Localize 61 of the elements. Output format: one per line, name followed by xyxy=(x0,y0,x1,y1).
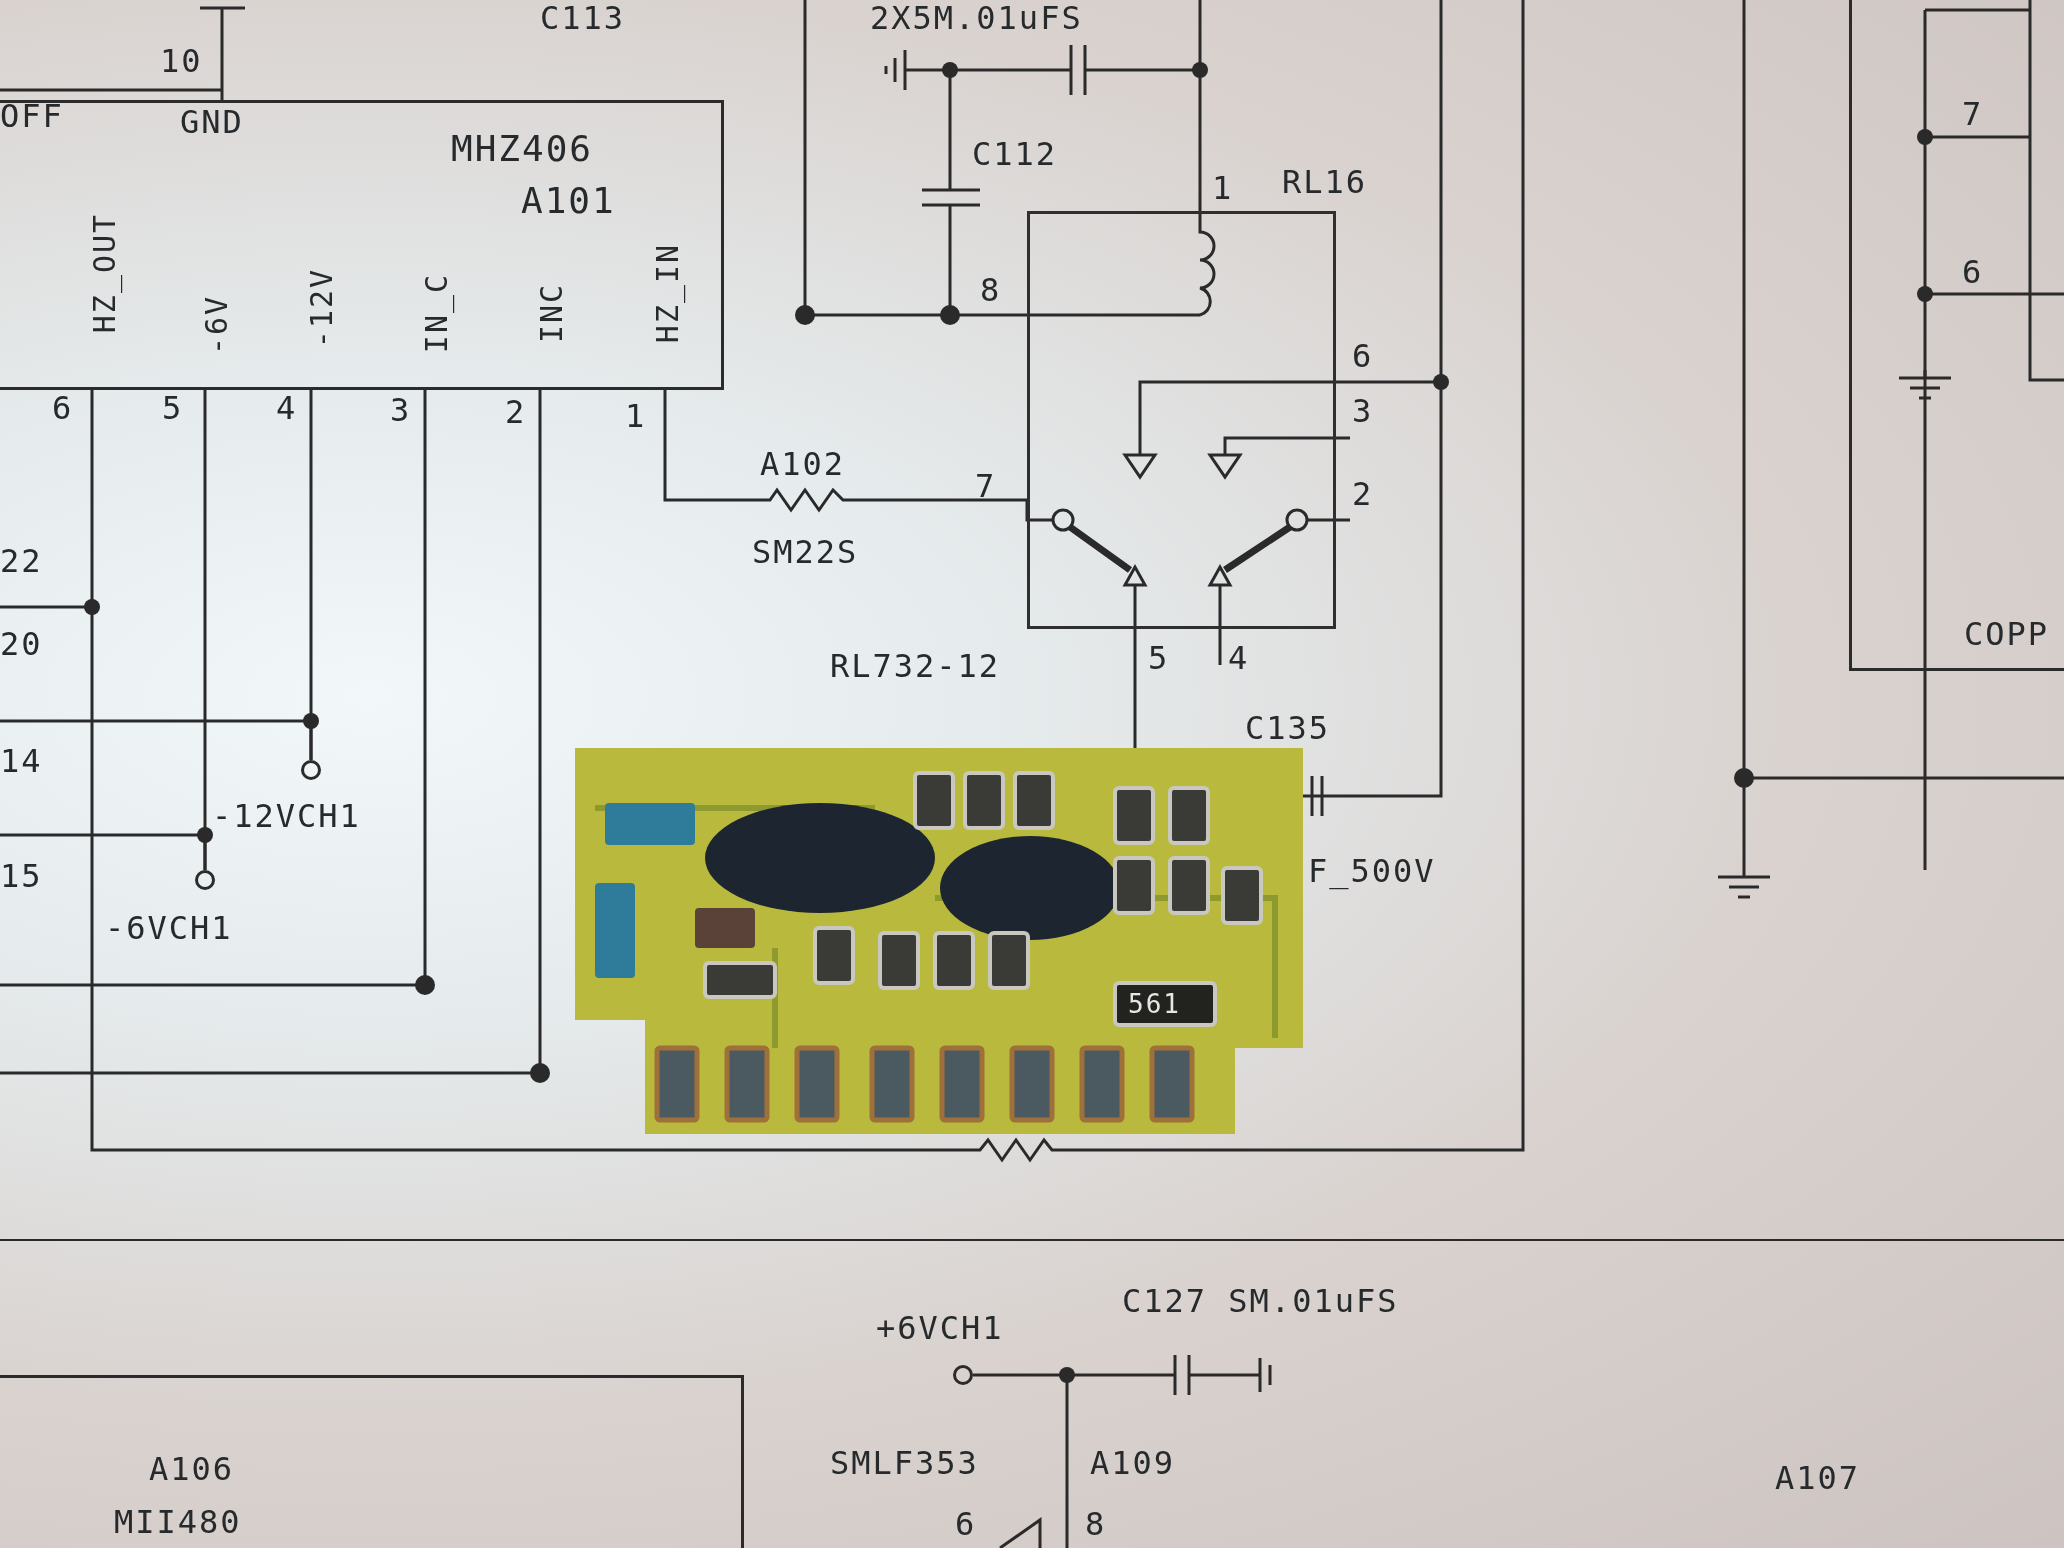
pin-number: 4 xyxy=(276,392,298,424)
pin-number: 7 xyxy=(1962,98,1984,130)
wire xyxy=(663,390,1027,513)
reference-designator: A101 xyxy=(521,183,616,219)
chip-box xyxy=(1849,0,2064,671)
terminal-circle xyxy=(301,760,321,780)
reference-designator: C135 xyxy=(1245,712,1331,744)
pin-number: 6 xyxy=(1962,256,1984,288)
chip-name: MHZ406 xyxy=(451,131,594,167)
pin-name: -12V xyxy=(307,267,337,349)
wire xyxy=(309,390,313,760)
component-value: 15 xyxy=(0,860,43,892)
pin-number: 4 xyxy=(1228,642,1250,674)
chip-box xyxy=(0,100,724,390)
component-value: C127 SM.01uFS xyxy=(1122,1285,1399,1317)
net-label: GND xyxy=(180,106,244,138)
net-label: -6VCH1 xyxy=(105,912,233,944)
pin-number: 8 xyxy=(1085,1508,1107,1540)
reference-designator: A107 xyxy=(1775,1462,1861,1494)
pin-number: 1 xyxy=(625,400,647,432)
terminal-circle xyxy=(195,870,215,890)
chip-box xyxy=(0,1375,744,1548)
net-label: OFF xyxy=(0,100,64,132)
reference-designator: A102 xyxy=(760,448,846,480)
pin-number: 2 xyxy=(505,396,527,428)
pin-number: 3 xyxy=(390,394,412,426)
reference-designator: RL16 xyxy=(1282,166,1368,198)
pin-number: 10 xyxy=(160,45,203,77)
net-label: -12VCH1 xyxy=(212,800,361,832)
reference-designator: C113 xyxy=(540,2,626,34)
part-number: SMLF353 xyxy=(830,1447,979,1479)
pin-number: 3 xyxy=(1352,395,1374,427)
pin-number: 7 xyxy=(975,470,997,502)
pin-number: 1 xyxy=(1212,172,1234,204)
pin-number: 8 xyxy=(980,274,1002,306)
circuit-board-drawing xyxy=(575,748,1303,1134)
component-marking: 561 xyxy=(1128,991,1181,1017)
pin-number: 6 xyxy=(955,1508,977,1540)
component-value: 20 xyxy=(0,628,43,660)
pin-name: INC xyxy=(537,282,567,344)
pin-name: -6V xyxy=(202,294,232,356)
wire xyxy=(1303,380,1443,798)
component-value: 14 xyxy=(0,745,43,777)
wire xyxy=(203,390,207,870)
pin-number: 6 xyxy=(52,392,74,424)
net-label: +6VCH1 xyxy=(876,1312,1004,1344)
reference-designator: C112 xyxy=(972,138,1058,170)
reference-designator: A109 xyxy=(1090,1447,1176,1479)
pin-number: 5 xyxy=(1148,642,1170,674)
pin-number: 6 xyxy=(1352,340,1374,372)
pin-number: 2 xyxy=(1352,478,1374,510)
reference-designator: A106 xyxy=(149,1453,235,1485)
terminal-circle xyxy=(953,1365,973,1385)
chip-name: MII480 xyxy=(114,1506,242,1538)
component-value: 2X5M.01uFS xyxy=(870,2,1083,34)
component-label: COPP xyxy=(1964,618,2050,650)
part-number: RL732-12 xyxy=(830,650,1001,682)
component-value: SM22S xyxy=(752,536,859,568)
reference-designator: 22 xyxy=(0,545,43,577)
wire xyxy=(1133,629,1137,748)
pin-number: 5 xyxy=(162,392,184,424)
